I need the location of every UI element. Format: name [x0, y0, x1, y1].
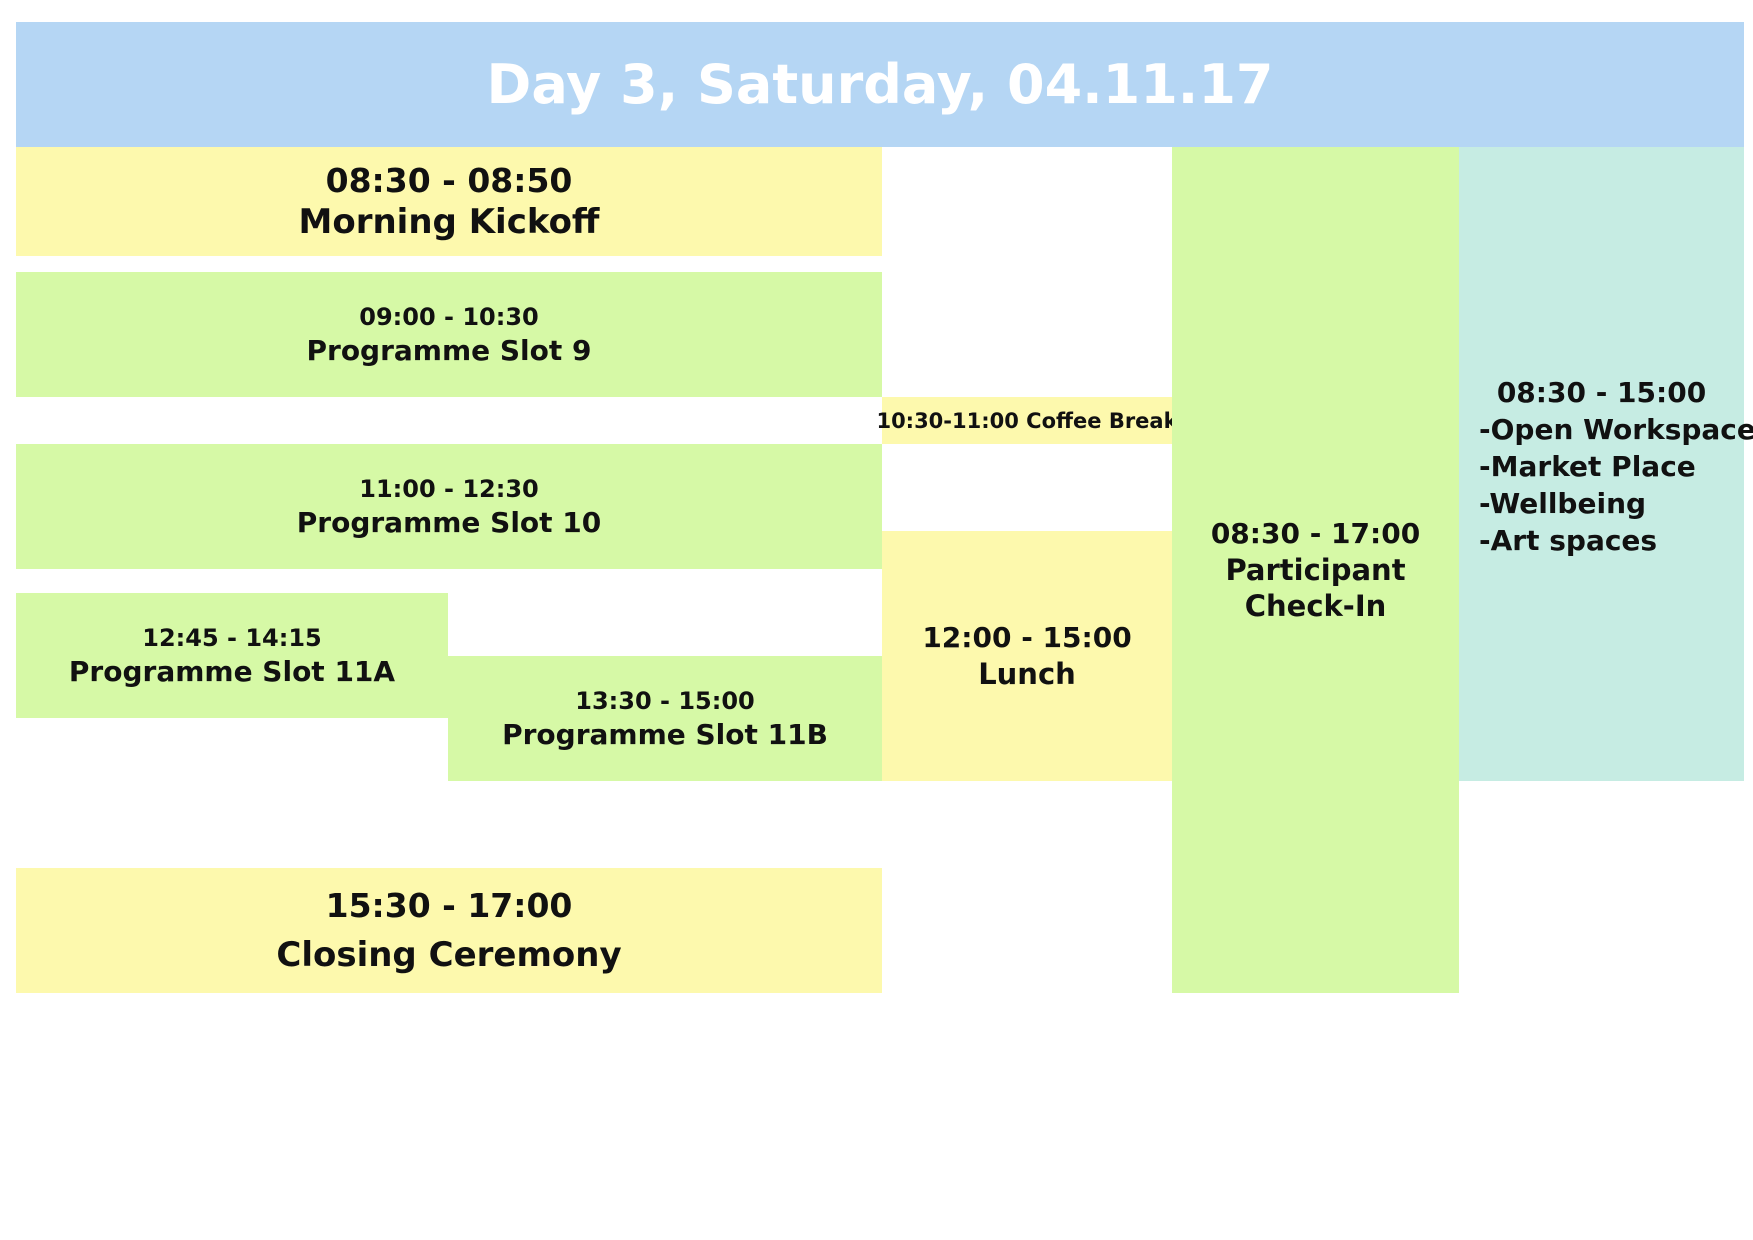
session-morning-kickoff: 08:30 - 08:50 Morning Kickoff	[16, 147, 882, 256]
session-title: Closing Ceremony	[276, 934, 622, 975]
session-title: 10:30-11:00 Coffee Break	[876, 408, 1178, 433]
session-participant-check-in: 08:30 - 17:00 Participant Check-In	[1172, 147, 1459, 993]
activity-item: -Market Place	[1479, 450, 1696, 483]
session-title: Programme Slot 11B	[502, 717, 828, 751]
session-title: Programme Slot 10	[296, 505, 602, 539]
session-title-line-2: Check-In	[1244, 589, 1387, 623]
session-time: 09:00 - 10:30	[359, 302, 539, 331]
session-programme-slot-9: 09:00 - 10:30 Programme Slot 9	[16, 272, 882, 397]
session-programme-slot-11b: 13:30 - 15:00 Programme Slot 11B	[448, 656, 882, 781]
day-header: Day 3, Saturday, 04.11.17	[16, 22, 1744, 147]
session-coffee-break: 10:30-11:00 Coffee Break	[876, 397, 1178, 444]
session-title: Morning Kickoff	[298, 201, 600, 242]
session-lunch: 12:00 - 15:00 Lunch	[882, 531, 1172, 781]
activity-item: -Open Workspace	[1479, 413, 1753, 446]
activity-item: -Wellbeing	[1479, 487, 1647, 520]
session-time: 08:30 - 08:50	[325, 160, 573, 200]
session-programme-slot-11a: 12:45 - 14:15 Programme Slot 11A	[16, 593, 448, 718]
session-time: 13:30 - 15:00	[575, 686, 755, 715]
session-title: Programme Slot 11A	[68, 654, 396, 688]
activity-item: -Art spaces	[1479, 524, 1658, 557]
day-title: Day 3, Saturday, 04.11.17	[486, 53, 1274, 116]
session-title-line-1: Participant	[1225, 553, 1406, 587]
activity-list: -Open Workspace -Market Place -Wellbeing…	[1479, 411, 1753, 559]
session-title: Lunch	[978, 657, 1076, 691]
session-time: 15:30 - 17:00	[325, 885, 573, 925]
session-open-spaces: 08:30 - 15:00 -Open Workspace -Market Pl…	[1459, 147, 1753, 781]
session-programme-slot-10: 11:00 - 12:30 Programme Slot 10	[16, 444, 882, 569]
session-time: 08:30 - 17:00	[1210, 517, 1421, 550]
session-title: Programme Slot 9	[306, 333, 592, 367]
session-time: 11:00 - 12:30	[359, 474, 539, 503]
session-time: 12:45 - 14:15	[142, 623, 322, 652]
session-time: 08:30 - 15:00	[1496, 376, 1707, 409]
session-closing-ceremony: 15:30 - 17:00 Closing Ceremony	[16, 868, 882, 993]
session-time: 12:00 - 15:00	[922, 621, 1132, 654]
